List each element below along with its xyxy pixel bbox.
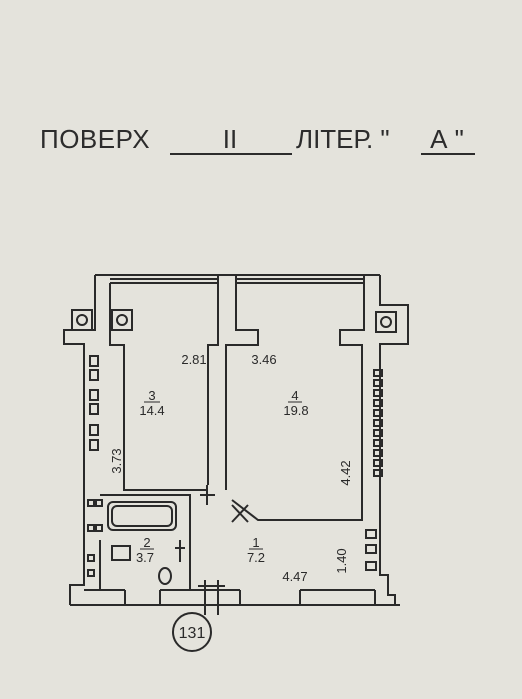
bath-wall <box>100 494 191 590</box>
room3-number: 3 <box>148 388 155 403</box>
vent-duct <box>111 309 133 331</box>
room3-area: 14.4 <box>139 403 164 418</box>
floor-label: ПОВЕРХ <box>40 124 151 154</box>
room3-wall <box>109 283 206 491</box>
room4-left-wall <box>225 275 259 490</box>
room4-number: 4 <box>291 388 298 403</box>
room1-number: 1 <box>252 535 259 550</box>
apartment-number: 131 <box>179 625 206 642</box>
vent-duct <box>71 309 93 331</box>
vent-duct <box>375 311 397 333</box>
hall-width-dim: 4.47 <box>282 569 307 584</box>
washbasin <box>111 545 131 561</box>
room3-width-dim: 2.81 <box>181 352 206 367</box>
room4-right-wall <box>231 275 365 521</box>
room4-width-dim: 3.46 <box>251 352 276 367</box>
liter-label: ЛІТЕР. " <box>296 124 390 154</box>
room1-area: 7.2 <box>247 550 265 565</box>
floor-underline <box>170 153 292 155</box>
room4-length-dim: 4.42 <box>338 460 353 485</box>
room2-number: 2 <box>143 535 150 550</box>
bathtub <box>107 501 177 531</box>
hall-length-dim: 1.40 <box>334 548 349 573</box>
liter-value: А " <box>430 124 464 154</box>
floor-value: II <box>222 124 238 154</box>
apartment-number-circle <box>172 612 212 652</box>
room4-area: 19.8 <box>283 403 308 418</box>
exterior-wall-right <box>379 275 409 605</box>
room3-length-dim: 3.73 <box>109 448 124 473</box>
plan-header: ПОВЕРХ II ЛІТЕР. " А " <box>0 118 522 162</box>
liter-underline <box>421 153 475 155</box>
room3-right-wall <box>207 275 219 485</box>
toilet <box>158 567 172 585</box>
room2-area: 3.7 <box>136 550 154 565</box>
